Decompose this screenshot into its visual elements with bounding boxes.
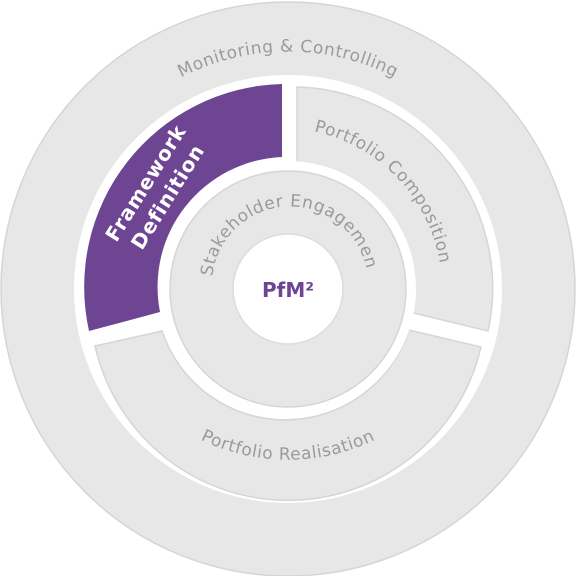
center-circle[interactable] [232, 233, 344, 345]
center-label: PfM² [262, 278, 314, 302]
segment-portfolio-realisation[interactable] [94, 329, 482, 502]
segment-framework-definition[interactable] [84, 84, 283, 331]
